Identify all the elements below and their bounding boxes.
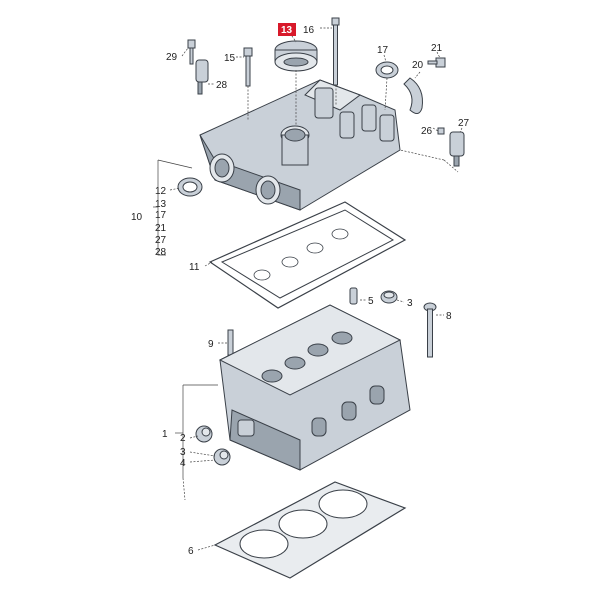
leader-lines [153, 27, 463, 551]
callout-16: 16 [303, 25, 315, 36]
callout-4: 4 [180, 458, 186, 469]
sealing-plug-3b [380, 290, 398, 304]
callout-5: 5 [368, 296, 374, 307]
sealing-plug-2 [195, 425, 213, 443]
cylinder-head-gasket [213, 481, 407, 579]
callout-1: 1 [162, 429, 168, 440]
callout-9: 9 [208, 339, 214, 350]
camshaft-housing [199, 79, 401, 211]
callout-21b: 21 [155, 223, 167, 234]
bolt-15 [243, 47, 253, 87]
callout-28b: 28 [155, 247, 167, 258]
callout-17b: 17 [155, 210, 167, 221]
callout-13b: 13 [155, 199, 167, 210]
callout-15: 15 [224, 53, 236, 64]
callout-13-highlight: 13 [281, 25, 293, 36]
callout-8: 8 [446, 311, 452, 322]
flange-20 [403, 57, 446, 114]
callout-10: 10 [131, 212, 143, 223]
callout-2: 2 [180, 433, 186, 444]
callout-29: 29 [166, 52, 178, 63]
callout-21: 21 [431, 43, 443, 54]
callout-26: 26 [421, 126, 433, 137]
camshaft-sensor [437, 127, 465, 167]
stud-bolt [227, 329, 234, 356]
callout-labels: 13 16 29 15 28 17 21 20 27 26 10 12 13 1… [131, 23, 470, 557]
dowel-pin [349, 287, 358, 305]
sealing-plug-3 [213, 448, 231, 466]
sensor-valve [187, 39, 209, 95]
callout-3b: 3 [407, 298, 413, 309]
callout-28: 28 [216, 80, 228, 91]
oil-filler-cap [274, 40, 318, 72]
callout-17: 17 [377, 45, 389, 56]
cylinder-head [218, 304, 411, 471]
callout-12: 12 [155, 186, 167, 197]
callout-27b: 27 [155, 235, 167, 246]
cylinder-head-bolt [423, 302, 437, 358]
seal-ring-17 [375, 61, 399, 79]
callout-3: 3 [180, 447, 186, 458]
callout-11: 11 [189, 262, 200, 273]
seal-ring-camshaft [177, 177, 203, 197]
callout-20: 20 [412, 60, 424, 71]
callout-highlight-box [278, 23, 296, 36]
valve-cover-gasket [208, 201, 407, 309]
callout-27: 27 [458, 118, 470, 129]
bolt-long-16 [331, 17, 340, 86]
callout-6: 6 [188, 546, 194, 557]
